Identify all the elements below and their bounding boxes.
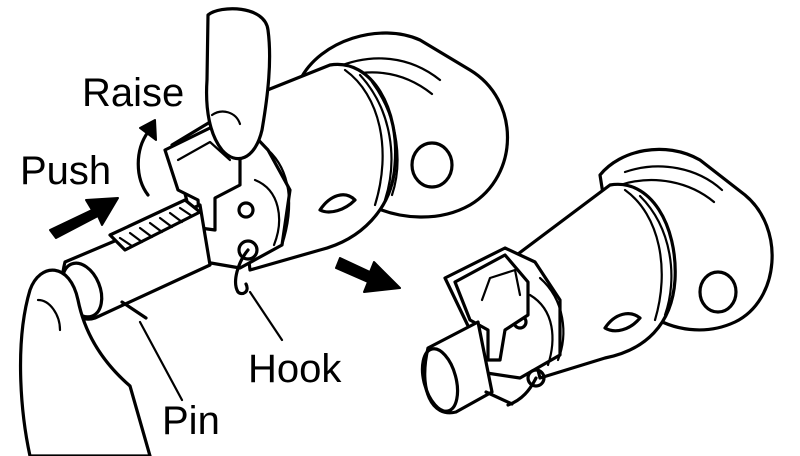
finger-top (204, 7, 272, 161)
label-raise: Raise (82, 71, 184, 115)
left-key-hatching (118, 206, 194, 248)
label-pin: Pin (162, 399, 220, 443)
left-pin (120, 300, 148, 320)
direction-arrow (335, 257, 401, 293)
raise-arrow (136, 119, 157, 197)
left-body-slot (318, 193, 357, 214)
hook-leader (248, 290, 284, 342)
right-pin (484, 390, 514, 406)
left-key-blade (108, 198, 202, 252)
right-key-barrel (423, 320, 494, 415)
pin-leader (138, 320, 184, 402)
push-arrow (49, 197, 119, 239)
left-cylinder-assembly (60, 31, 510, 321)
left-hook-wire (234, 248, 250, 296)
right-cylinder-assembly (420, 147, 774, 415)
hand-left (18, 268, 152, 456)
label-push: Push (20, 149, 111, 193)
left-hook-hole (237, 239, 259, 261)
label-hook: Hook (248, 347, 342, 391)
left-flange-hole (410, 141, 454, 189)
right-hook-wire (506, 376, 538, 407)
right-body-slot (603, 312, 642, 333)
right-flange-hole (698, 270, 738, 314)
